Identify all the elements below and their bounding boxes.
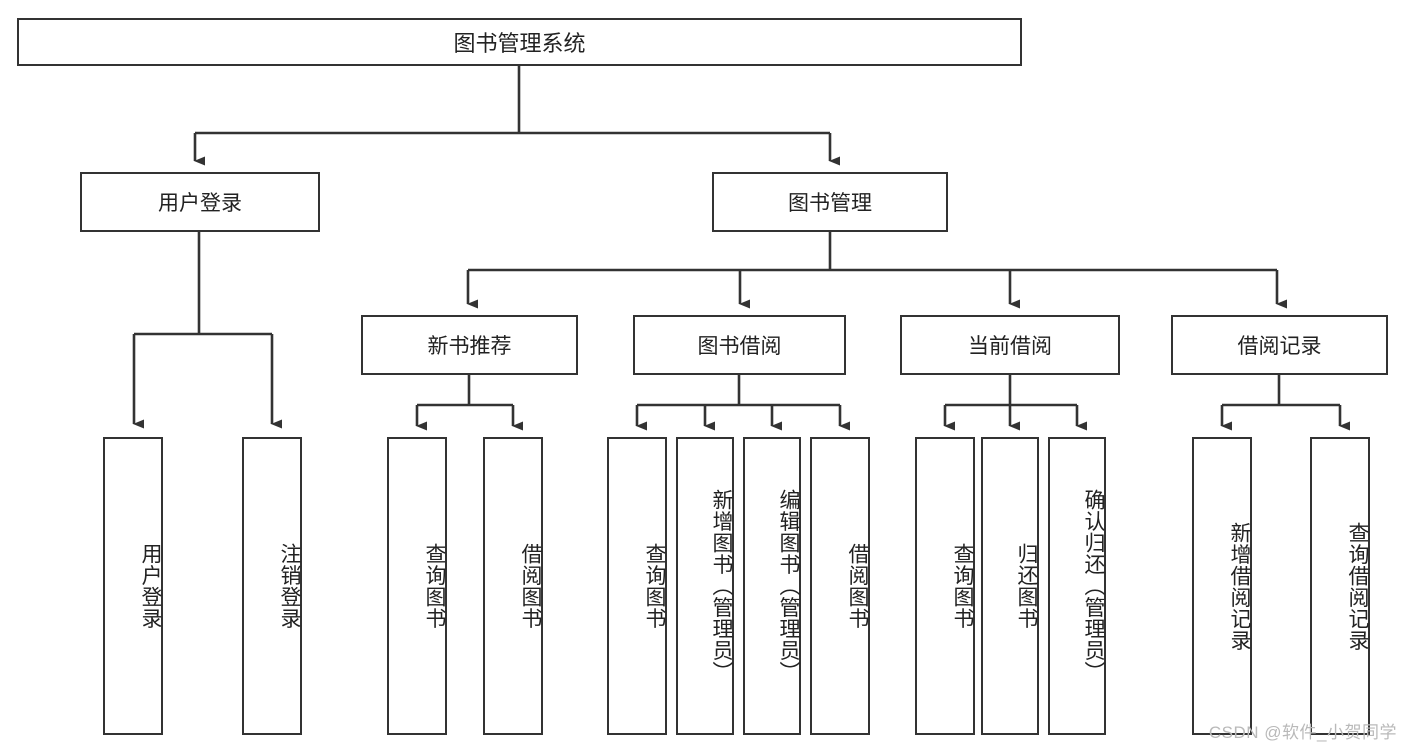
node-root-book-management-system[interactable]: 图书管理系统: [17, 18, 1022, 66]
node-label: 确认归还（管理员）: [1082, 489, 1105, 683]
node-user-login[interactable]: 用户登录: [80, 172, 320, 232]
node-label: 借阅图书: [519, 543, 542, 629]
csdn-watermark: CSDN @软件_小贺同学: [1208, 723, 1397, 742]
node-label: 查询图书: [643, 543, 666, 629]
node-label: 查询图书: [951, 543, 974, 629]
node-label: 注销登录: [278, 543, 301, 629]
leaf-logout-login[interactable]: 注销登录: [242, 437, 302, 735]
node-book-borrow[interactable]: 图书借阅: [633, 315, 846, 375]
node-book-management[interactable]: 图书管理: [712, 172, 948, 232]
leaf-query-book-borrow[interactable]: 查询图书: [607, 437, 667, 735]
leaf-return-book[interactable]: 归还图书: [981, 437, 1039, 735]
leaf-edit-book-admin[interactable]: 编辑图书（管理员）: [743, 437, 801, 735]
node-label: 图书管理系统: [453, 31, 586, 56]
node-label: 图书管理: [788, 192, 872, 215]
node-label: 当前借阅: [968, 335, 1052, 358]
node-label: 新增借阅记录: [1228, 521, 1251, 651]
node-borrow-record[interactable]: 借阅记录: [1171, 315, 1388, 375]
leaf-query-book-recommend[interactable]: 查询图书: [387, 437, 447, 735]
node-label: 借阅记录: [1237, 335, 1322, 358]
leaf-query-borrow-record[interactable]: 查询借阅记录: [1310, 437, 1370, 735]
node-label: 借阅图书: [846, 543, 869, 629]
node-label: 查询图书: [423, 543, 446, 629]
node-label: 新书推荐: [427, 335, 512, 358]
leaf-user-login[interactable]: 用户登录: [103, 437, 163, 735]
leaf-query-book-current[interactable]: 查询图书: [915, 437, 975, 735]
node-label: 查询借阅记录: [1346, 521, 1369, 651]
node-label: 新增图书（管理员）: [710, 489, 733, 683]
node-label: 用户登录: [139, 543, 162, 629]
node-label: 归还图书: [1015, 543, 1038, 629]
leaf-add-book-admin[interactable]: 新增图书（管理员）: [676, 437, 734, 735]
leaf-add-borrow-record[interactable]: 新增借阅记录: [1192, 437, 1252, 735]
leaf-borrow-book-recommend[interactable]: 借阅图书: [483, 437, 543, 735]
node-label: 编辑图书（管理员）: [777, 489, 800, 683]
node-new-book-recommend[interactable]: 新书推荐: [361, 315, 578, 375]
node-current-borrow[interactable]: 当前借阅: [900, 315, 1120, 375]
node-label: 图书借阅: [697, 335, 782, 358]
leaf-confirm-return-admin[interactable]: 确认归还（管理员）: [1048, 437, 1106, 735]
leaf-borrow-book[interactable]: 借阅图书: [810, 437, 870, 735]
node-label: 用户登录: [158, 192, 242, 215]
